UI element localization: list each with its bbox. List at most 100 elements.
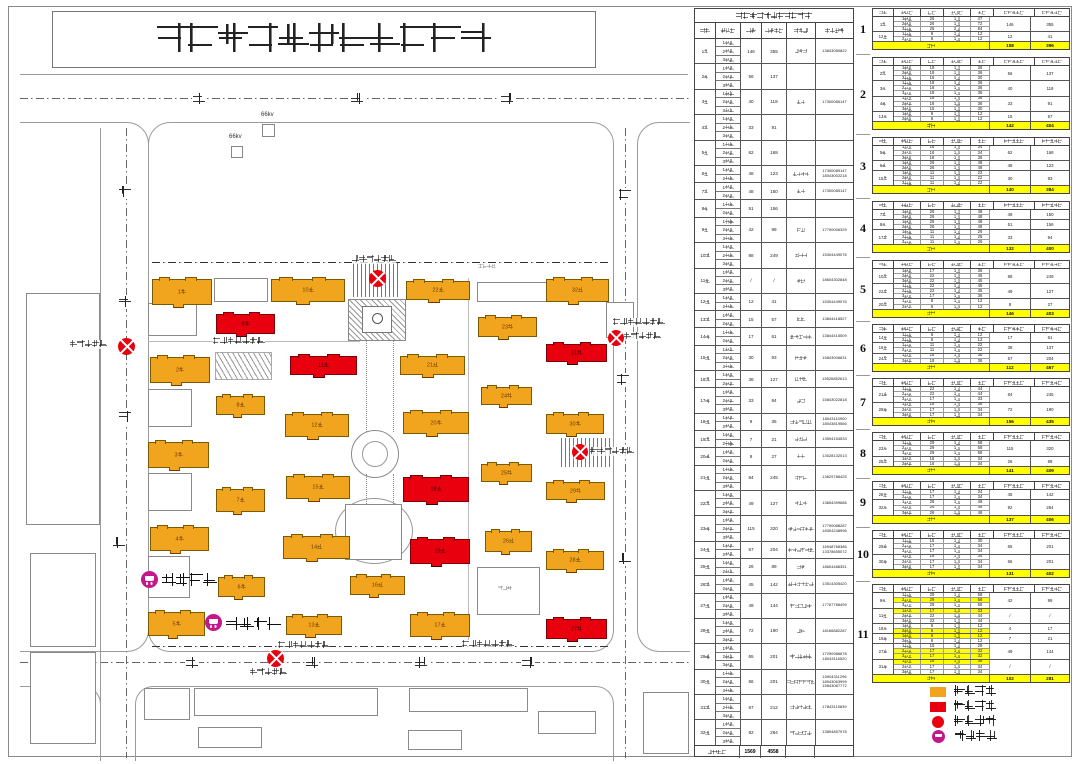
building-11栋: 11	[290, 353, 357, 378]
detail-header-cell	[894, 57, 921, 65]
unit-cell: 2	[716, 192, 740, 200]
detail-unit-cell: 1	[944, 333, 971, 338]
building-roof-tab	[416, 611, 429, 616]
contact-cell: 13654399686	[822, 499, 847, 505]
detail-unit-cell: 18	[921, 81, 944, 86]
detail-unit-cell: 1	[894, 96, 921, 101]
detail-unit-cell: 44	[971, 613, 990, 618]
building-roof-tab	[292, 613, 304, 618]
contact-cell: 48	[741, 183, 762, 200]
contact-cell	[787, 541, 816, 558]
detail-building-cell: 7	[873, 209, 894, 219]
detail-total-cell: 402	[1046, 570, 1054, 576]
detail-unit-cell: 34	[971, 669, 990, 674]
contact-cell: 35	[762, 413, 787, 431]
building-2栋: 2	[150, 354, 210, 386]
detail-unit-cell: 1	[894, 554, 921, 559]
unit-cell: 3	[716, 636, 740, 643]
unit-cell: 1	[716, 644, 740, 653]
building-label: 27	[571, 625, 583, 632]
detail-unit-cell: 2	[894, 116, 921, 121]
detail-unit-cell: 26	[921, 165, 944, 170]
building-roof-tab	[510, 314, 523, 319]
detail-unit-cell: 1	[894, 219, 921, 225]
unit-cell: 1	[716, 559, 740, 568]
contact-cell: 7	[741, 431, 762, 448]
detail-unit-cell: 22	[971, 181, 990, 186]
check-households-cell: 84	[990, 387, 1031, 402]
building-roof-tab	[248, 311, 261, 316]
detail-unit-cell: 1	[944, 214, 971, 219]
detail-unit-cell: 22	[921, 284, 944, 289]
detail-unit-cell: 2	[894, 639, 921, 644]
contact-cell: 320	[762, 516, 787, 541]
group-divider	[856, 526, 870, 528]
control-point-icon	[572, 444, 588, 460]
group-number: 1	[860, 22, 866, 36]
detail-unit-cell: 11	[921, 170, 944, 176]
check-households-cell: 65	[990, 539, 1031, 554]
detail-unit-cell: 36	[971, 71, 990, 76]
detail-unit-cell: 6	[921, 304, 944, 309]
contact-cell: 88	[741, 243, 762, 268]
detail-unit-cell: 1	[944, 412, 971, 417]
contact-cell	[787, 516, 816, 541]
building-roof-tab	[511, 528, 521, 533]
detail-header-cell	[944, 379, 971, 387]
detail-unit-cell: 18	[921, 101, 944, 106]
detail-unit-cell: 17	[921, 549, 944, 554]
detail-unit-cell: 36	[971, 294, 990, 299]
detail-header-cell	[1035, 433, 1069, 440]
building-roof-tab	[441, 278, 454, 283]
building-label: 5	[172, 620, 181, 627]
outline-building	[144, 688, 190, 720]
detail-unit-cell: 1	[894, 81, 921, 86]
contact-cell	[787, 371, 816, 388]
road-name-char	[521, 656, 535, 670]
detail-unit-cell: 34	[971, 456, 990, 461]
detail-unit-cell: 26	[921, 209, 944, 214]
detail-unit-cell: 1	[944, 165, 971, 170]
unit-cell: 2	[716, 98, 740, 107]
legend	[930, 684, 998, 744]
detail-unit-cell: 1	[894, 353, 921, 358]
building-roof-tab	[380, 573, 392, 578]
building-roof-tab	[425, 500, 438, 505]
outline-building	[214, 278, 268, 302]
check-households-cell: 146	[990, 17, 1031, 32]
building-label: 23	[502, 323, 514, 330]
building-label: 20	[430, 419, 442, 426]
building-roof-tab	[320, 533, 333, 538]
detail-unit-cell: 6	[921, 639, 944, 644]
building-roof-tab	[290, 533, 303, 538]
building-label: 24	[501, 392, 513, 399]
detail-total-cell	[873, 674, 990, 682]
contact-cell: 49	[741, 593, 762, 618]
contact-cell: 72	[741, 618, 762, 644]
detail-unit-cell: 2	[894, 150, 921, 155]
detail-header-cell	[994, 260, 1035, 268]
contact-cell: 17767788499	[822, 602, 847, 608]
detail-unit-cell: 26	[921, 505, 944, 510]
check-households-cell: /	[990, 659, 1031, 674]
building-1栋: 1	[152, 276, 212, 308]
building-roof-tab	[223, 574, 233, 579]
